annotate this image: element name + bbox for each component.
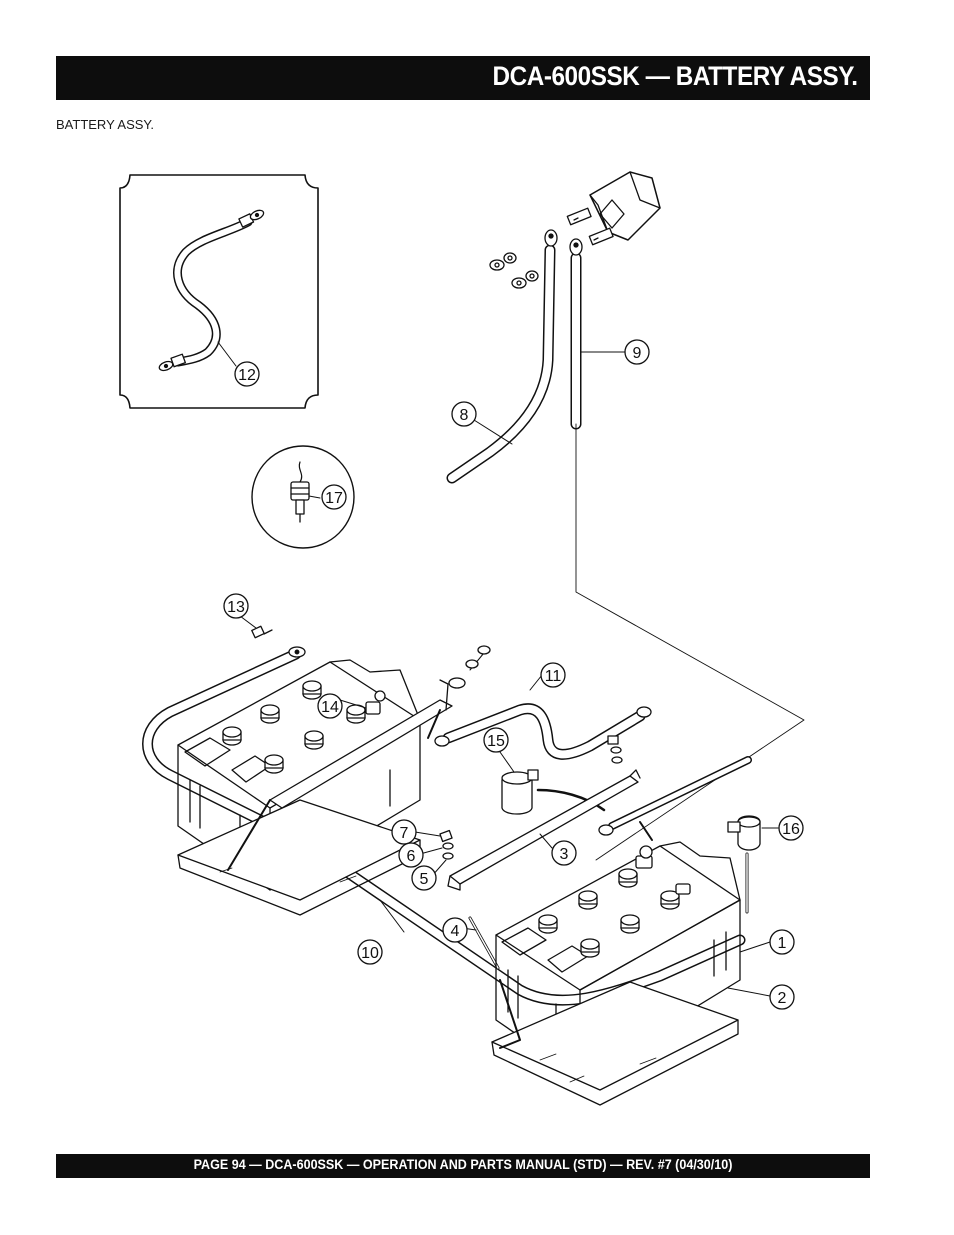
callout-1: 1: [769, 929, 795, 955]
callout-6: 6: [398, 842, 424, 868]
callout-17: 17: [321, 484, 347, 510]
svg-text:4: 4: [451, 923, 460, 940]
svg-text:10: 10: [361, 945, 379, 962]
callout-10: 10: [357, 939, 383, 965]
terminal-cover-15: [499, 751, 606, 815]
inset-circle-part-17: [251, 445, 355, 549]
page-title: DCA-600SSK — BATTERY ASSY.: [492, 61, 858, 91]
svg-text:5: 5: [420, 871, 429, 888]
screws-5-6-7: [414, 735, 623, 877]
svg-text:12: 12: [238, 367, 256, 384]
svg-text:8: 8: [460, 407, 469, 424]
footer-bar: PAGE 94 — DCA-600SSK — OPERATION AND PAR…: [56, 1154, 870, 1178]
callouts: 12 17 8 9 13 14 11 15 7 6 5 3 4 10 16 1 …: [223, 339, 804, 1010]
callout-12: 12: [234, 361, 260, 387]
callout-8: 8: [451, 401, 477, 427]
terminal-block: [566, 171, 661, 246]
callout-5: 5: [411, 865, 437, 891]
header-bar: DCA-600SSK — BATTERY ASSY.: [56, 56, 870, 100]
callout-14: 14: [317, 693, 343, 719]
left-battery: [177, 645, 491, 916]
callout-9: 9: [624, 339, 650, 365]
callout-3: 3: [551, 840, 577, 866]
footer-text: PAGE 94 — DCA-600SSK — OPERATION AND PAR…: [193, 1157, 733, 1172]
cable-9: [569, 238, 805, 861]
cable-11: [434, 674, 652, 760]
svg-text:6: 6: [407, 848, 416, 865]
svg-text:9: 9: [633, 345, 642, 362]
svg-text:11: 11: [545, 668, 562, 685]
callout-4: 4: [442, 917, 468, 943]
callout-13: 13: [223, 593, 249, 619]
svg-text:3: 3: [560, 846, 569, 863]
terminal-cover-16: [727, 815, 779, 914]
svg-text:17: 17: [325, 490, 343, 507]
svg-text:1: 1: [778, 935, 787, 952]
callout-7: 7: [391, 819, 417, 845]
right-battery: [491, 841, 771, 1106]
holddown-bar-3: [447, 769, 641, 891]
cable-8: [446, 229, 558, 484]
inset-panel-cable-12: [119, 174, 319, 409]
svg-text:15: 15: [487, 733, 505, 750]
callout-2: 2: [769, 984, 795, 1010]
section-subtitle: BATTERY ASSY.: [56, 117, 155, 132]
cable-link: [598, 756, 752, 841]
callout-11: 11: [540, 662, 566, 688]
bolt-13: [239, 615, 273, 639]
top-hardware: [489, 252, 539, 289]
svg-text:16: 16: [782, 821, 800, 838]
svg-text:14: 14: [321, 699, 339, 716]
svg-text:7: 7: [400, 825, 409, 842]
svg-text:2: 2: [778, 990, 787, 1007]
callout-15: 15: [483, 727, 509, 753]
callout-16: 16: [778, 815, 804, 841]
svg-text:13: 13: [227, 599, 245, 616]
